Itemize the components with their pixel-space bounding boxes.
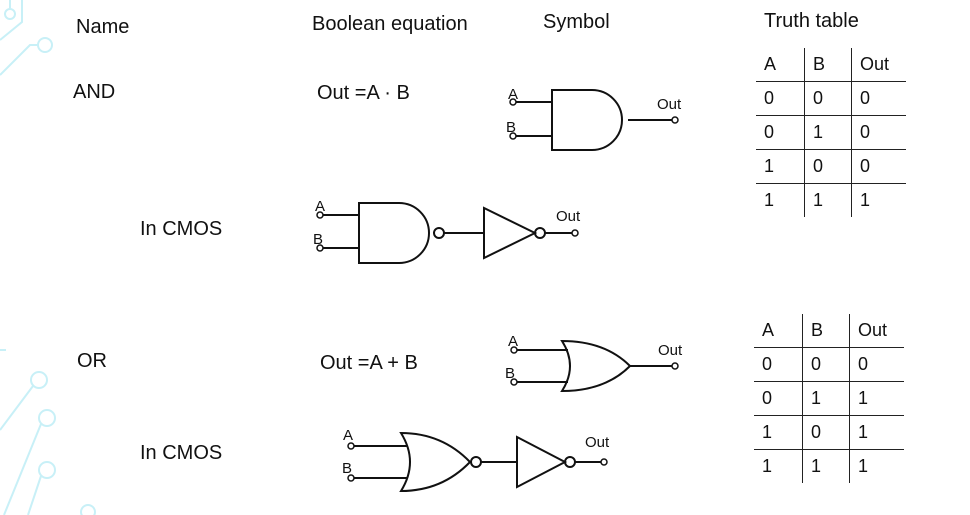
- cell-b: 1: [802, 381, 850, 416]
- and-cmos-label: In CMOS: [140, 218, 223, 240]
- header-truth-table: Truth table: [764, 10, 859, 32]
- cell-out: 1: [849, 449, 904, 483]
- cell-out: 0: [851, 115, 906, 150]
- and-output-label: Out: [657, 96, 682, 113]
- table-row: 1 0 1: [754, 415, 904, 450]
- cell-a: 0: [754, 381, 803, 416]
- nor-gate-icon: [347, 431, 517, 493]
- cell-out: 0: [851, 81, 906, 116]
- and-gate-name: AND: [73, 81, 116, 103]
- table-row: 1 0 0: [756, 149, 906, 184]
- cell-a: 1: [756, 149, 805, 184]
- column-header-out: Out: [851, 48, 906, 82]
- or-cmos-input-b-label: B: [342, 460, 352, 477]
- cell-b: 1: [802, 449, 850, 483]
- column-header-b: B: [802, 314, 850, 348]
- cell-out: 1: [849, 381, 904, 416]
- or-cmos-output-label: Out: [585, 434, 610, 451]
- cell-b: 0: [804, 81, 852, 116]
- cell-out: 0: [849, 347, 904, 382]
- cell-b: 0: [802, 347, 850, 382]
- table-header-row: A B Out: [754, 314, 904, 348]
- cell-out: 1: [851, 183, 906, 217]
- header-name: Name: [76, 16, 130, 38]
- and-truth-table: A B Out 0 0 0 0 1 0 1 0 0 1 1 1: [756, 48, 906, 217]
- table-row: 1 1 1: [756, 183, 906, 217]
- and-gate-equation: Out =A · B: [317, 82, 410, 104]
- or-input-a-label: A: [508, 333, 518, 350]
- cell-a: 0: [756, 115, 805, 150]
- cell-out: 0: [851, 149, 906, 184]
- column-header-out: Out: [849, 314, 904, 348]
- not-gate-icon: [483, 206, 579, 260]
- and-cmos-input-a-label: A: [315, 198, 325, 215]
- cell-a: 0: [754, 347, 803, 382]
- and-cmos-output-label: Out: [556, 208, 581, 225]
- or-input-b-label: B: [505, 365, 515, 382]
- table-header-row: A B Out: [756, 48, 906, 82]
- or-gate-icon: [510, 339, 679, 393]
- not-gate-icon: [516, 435, 608, 489]
- cell-a: 1: [754, 415, 803, 450]
- or-gate-name: OR: [77, 350, 107, 372]
- or-truth-table: A B Out 0 0 0 0 1 1 1 0 1 1 1 1: [754, 314, 904, 483]
- or-cmos-label: In CMOS: [140, 442, 223, 464]
- cell-b: 0: [804, 149, 852, 184]
- cell-b: 1: [804, 115, 852, 150]
- table-row: 0 1 1: [754, 381, 904, 416]
- nand-gate-icon: [316, 202, 484, 264]
- or-output-label: Out: [658, 342, 683, 359]
- cell-b: 0: [802, 415, 850, 450]
- table-row: 0 1 0: [756, 115, 906, 150]
- cell-b: 1: [804, 183, 852, 217]
- table-row: 0 0 0: [756, 81, 906, 116]
- and-cmos-input-b-label: B: [313, 231, 323, 248]
- or-cmos-input-a-label: A: [343, 427, 353, 444]
- cell-a: 0: [756, 81, 805, 116]
- header-symbol: Symbol: [543, 11, 610, 33]
- cell-a: 1: [754, 449, 803, 483]
- and-input-b-label: B: [506, 119, 516, 136]
- table-row: 0 0 0: [754, 347, 904, 382]
- header-boolean-equation: Boolean equation: [312, 13, 468, 35]
- column-header-a: A: [764, 54, 777, 74]
- column-header-a: A: [762, 320, 775, 340]
- and-input-a-label: A: [508, 86, 518, 103]
- table-row: 1 1 1: [754, 449, 904, 483]
- cell-out: 1: [849, 415, 904, 450]
- or-gate-equation: Out =A + B: [320, 352, 418, 374]
- cell-a: 1: [756, 183, 805, 217]
- column-header-b: B: [804, 48, 852, 82]
- and-gate-icon: [509, 89, 679, 151]
